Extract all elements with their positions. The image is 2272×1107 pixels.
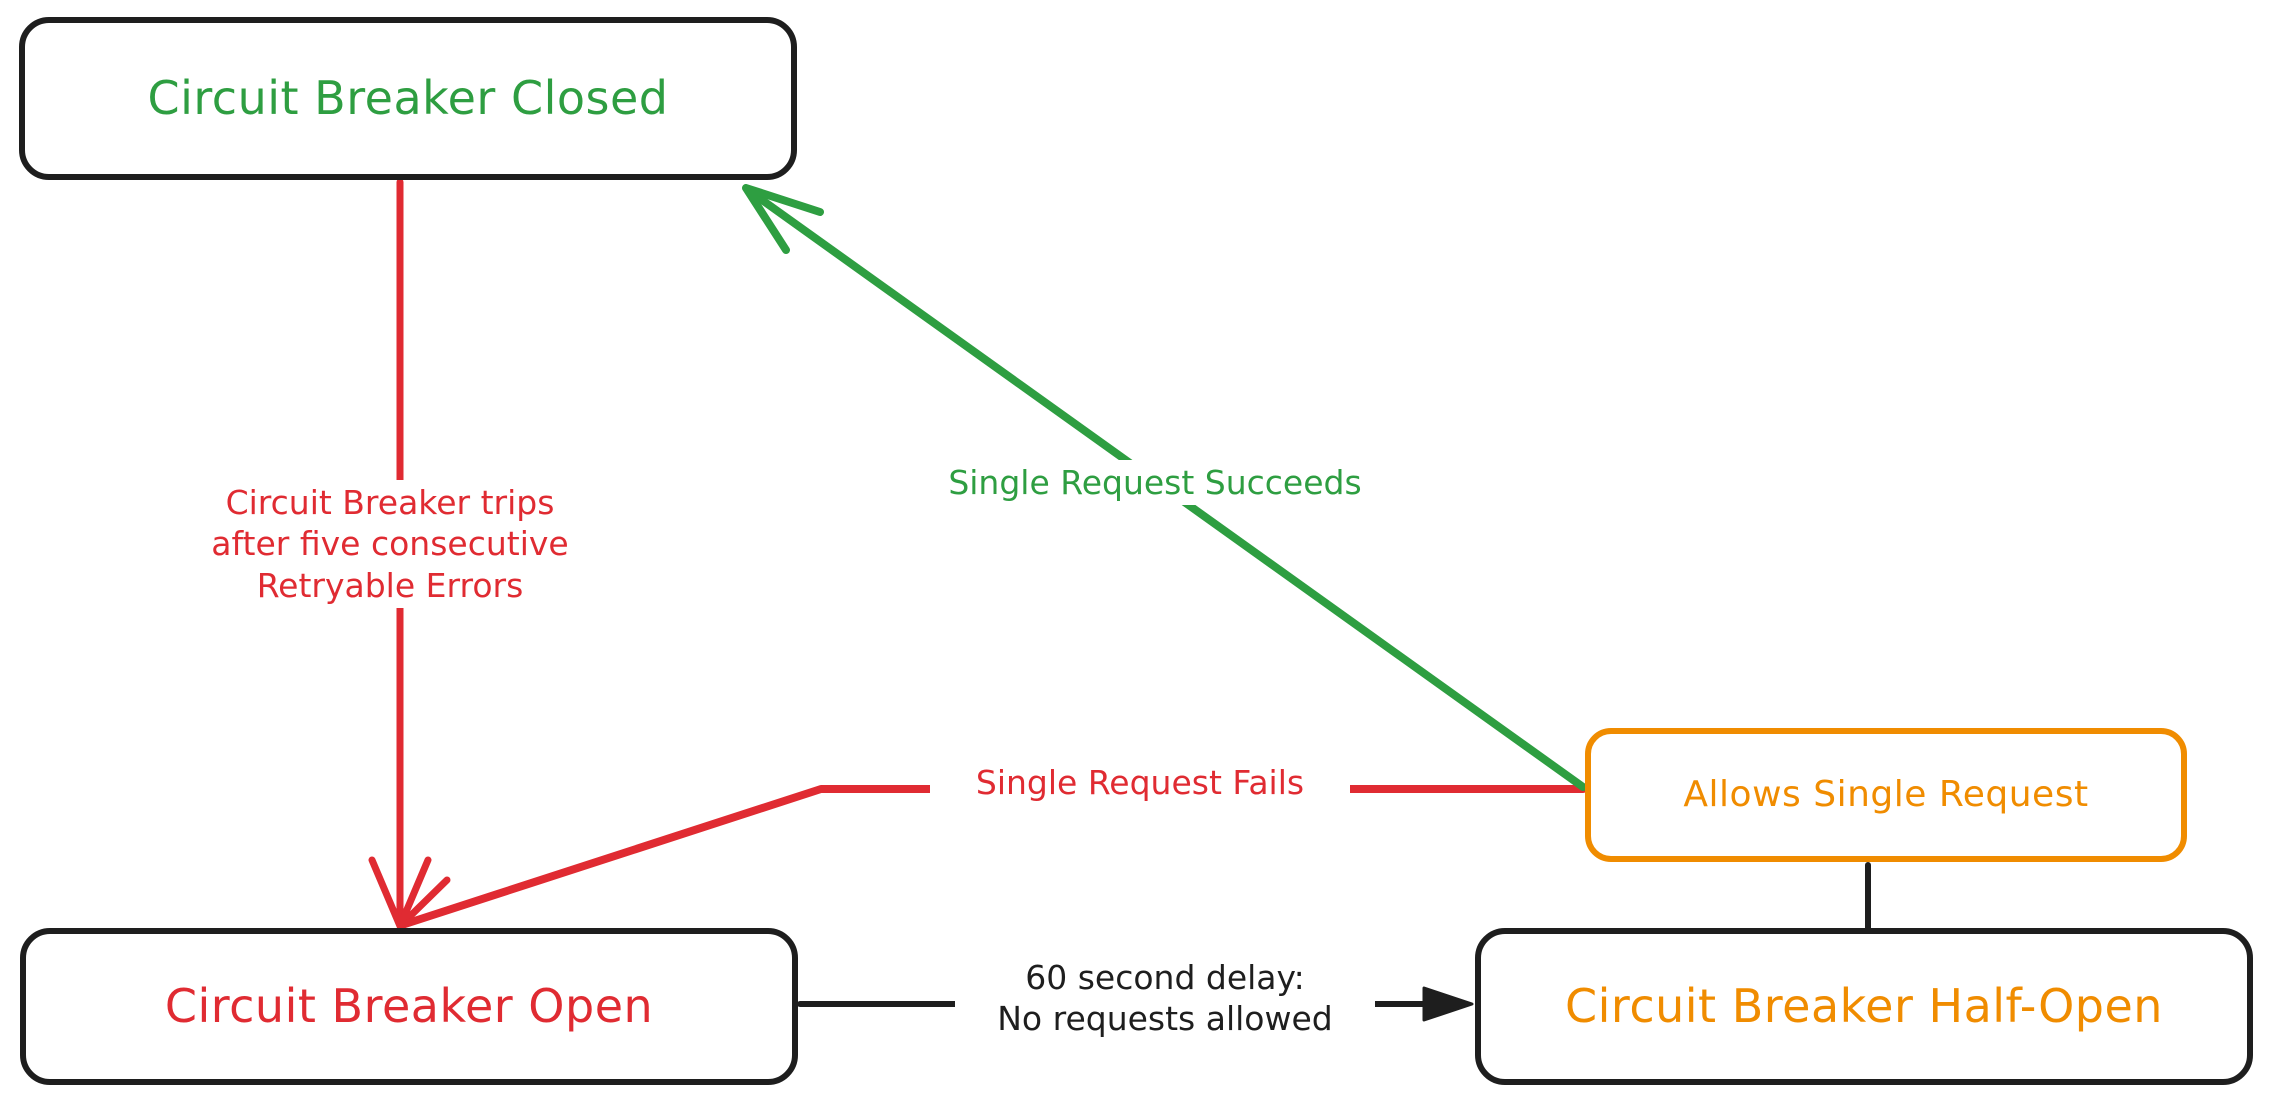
node-label-closed: Circuit Breaker Closed bbox=[147, 71, 669, 126]
edge-label-closed-to-open: Circuit Breaker trips after five consecu… bbox=[180, 480, 600, 608]
edge-label-allows-to-open: Single Request Fails bbox=[930, 760, 1350, 806]
node-circuit-breaker-closed[interactable]: Circuit Breaker Closed bbox=[19, 17, 797, 180]
node-label-open: Circuit Breaker Open bbox=[164, 979, 654, 1034]
node-allows-single-request[interactable]: Allows Single Request bbox=[1585, 728, 2187, 862]
node-label-allows: Allows Single Request bbox=[1683, 774, 2089, 816]
edge-label-allows-to-closed: Single Request Succeeds bbox=[910, 460, 1400, 506]
edge-label-open-to-half-open: 60 second delay: No requests allowed bbox=[955, 955, 1375, 1042]
node-circuit-breaker-open[interactable]: Circuit Breaker Open bbox=[20, 928, 798, 1085]
edge-allows-to-open bbox=[398, 785, 1587, 929]
node-circuit-breaker-half-open[interactable]: Circuit Breaker Half-Open bbox=[1475, 928, 2253, 1085]
node-label-half-open: Circuit Breaker Half-Open bbox=[1565, 979, 2163, 1034]
